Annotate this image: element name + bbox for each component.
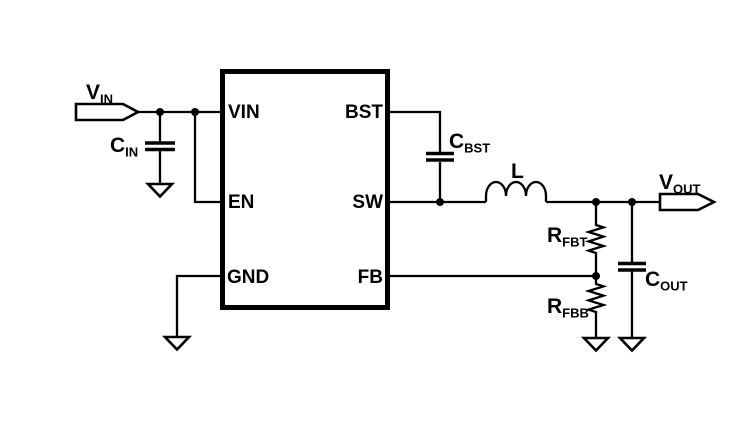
vin-terminal-label: VIN	[86, 81, 113, 107]
pin-label-en: EN	[228, 192, 254, 213]
ground-symbol-cout	[616, 336, 648, 353]
pin-label-vin: VIN	[228, 102, 260, 123]
inductor	[484, 180, 548, 202]
junction-dots	[156, 108, 636, 280]
rfbt-resistor	[584, 202, 608, 276]
ic-body	[220, 69, 390, 310]
wires	[138, 110, 660, 338]
pin-label-sw: SW	[352, 192, 383, 213]
wire-en-branch	[193, 112, 222, 204]
ground-symbol-rfbb	[580, 336, 612, 353]
cout-capacitor	[618, 261, 646, 272]
pin-label-fb: FB	[358, 267, 383, 288]
junction-dot	[156, 108, 164, 116]
ground-symbol-gnd	[161, 335, 193, 352]
wire-gnd	[175, 274, 222, 337]
vin-terminal-flag	[74, 102, 141, 122]
wire-bst	[388, 110, 442, 202]
cin-label: CIN	[110, 134, 138, 160]
cout-label: COUT	[645, 268, 688, 294]
pin-label-gnd: GND	[227, 267, 269, 288]
vout-terminal-label: VOUT	[659, 171, 701, 197]
cin-capacitor	[145, 141, 175, 152]
rfbb-resistor	[584, 276, 608, 338]
pin-label-bst: BST	[345, 102, 383, 123]
junction-dot	[628, 198, 636, 206]
junction-dot	[191, 108, 199, 116]
rfbb-label: RFBB	[547, 295, 589, 321]
rfbt-label: RFBT	[547, 224, 588, 250]
junction-dot	[436, 198, 444, 206]
ground-symbol-cin	[144, 182, 176, 199]
cbst-capacitor	[426, 151, 454, 162]
junction-dot	[592, 198, 600, 206]
cbst-label: CBST	[449, 130, 490, 156]
junction-dot	[592, 272, 600, 280]
vout-terminal-flag	[658, 192, 717, 212]
inductor-label: L	[511, 160, 524, 183]
